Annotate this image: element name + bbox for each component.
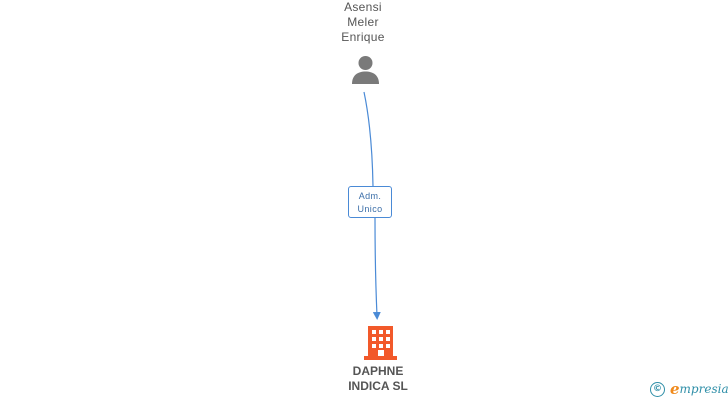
company-name[interactable]: DAPHNE INDICA SL xyxy=(318,364,438,394)
person-name-line-2: Meler xyxy=(347,15,379,29)
edge-line-upper xyxy=(363,91,374,187)
role-label[interactable]: Adm. Unico xyxy=(348,186,392,218)
brand-logo: © e mpresia xyxy=(650,380,728,398)
brand-logo-initial: e xyxy=(670,380,680,398)
copyright-icon: © xyxy=(650,381,665,397)
role-label-line-1: Adm. xyxy=(358,191,382,201)
company-name-line-2: INDICA SL xyxy=(348,379,408,393)
company-name-line-1: DAPHNE xyxy=(352,364,404,378)
role-label-line-2: Unico xyxy=(357,204,383,214)
edge-line-lower xyxy=(372,217,381,320)
person-name-line-3: Enrique xyxy=(341,30,385,44)
brand-logo-text: mpresia xyxy=(679,382,728,396)
person-name-line-1: Asensi xyxy=(344,0,382,14)
building-icon[interactable] xyxy=(364,325,397,360)
person-icon[interactable] xyxy=(350,54,381,85)
person-name[interactable]: Asensi Meler Enrique xyxy=(313,0,413,45)
